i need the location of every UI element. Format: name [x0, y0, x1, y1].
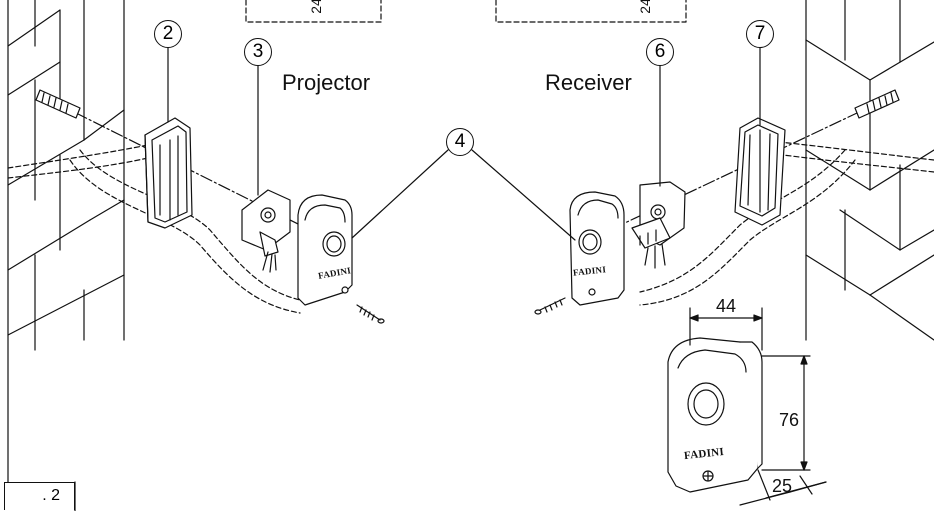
figure-label: . 2 [4, 482, 75, 510]
top-box-left [245, 0, 382, 23]
callout-7: 7 [746, 20, 774, 48]
callout-6: 6 [646, 38, 674, 66]
dimension-height: 76 [779, 410, 800, 430]
right-wall [805, 0, 934, 341]
dimension-lines [689, 307, 827, 506]
projector-label: Projector [282, 70, 371, 95]
wall-plug-right [854, 89, 900, 119]
top-box-right [495, 0, 687, 23]
projector-board [241, 189, 291, 273]
dimension-depth: 25 [772, 476, 793, 496]
receiver-board [631, 181, 686, 269]
wall-plug-left [35, 89, 81, 119]
callout-3: 3 [244, 38, 272, 66]
dimension-housing [667, 337, 763, 493]
top-box-right-text: 24 [636, 0, 653, 14]
projector-housing [297, 194, 353, 306]
screw-left [356, 304, 385, 324]
left-wall [7, 0, 125, 351]
callout-2: 2 [154, 20, 182, 48]
bracket-right [734, 117, 786, 226]
bracket-left [144, 117, 193, 229]
callout-4: 4 [446, 128, 474, 156]
top-box-left-text: 24 [307, 0, 324, 14]
receiver-label: Receiver [545, 70, 632, 95]
receiver-housing [569, 191, 625, 306]
dimension-width: 44 [716, 296, 737, 316]
screw-right [534, 297, 566, 315]
